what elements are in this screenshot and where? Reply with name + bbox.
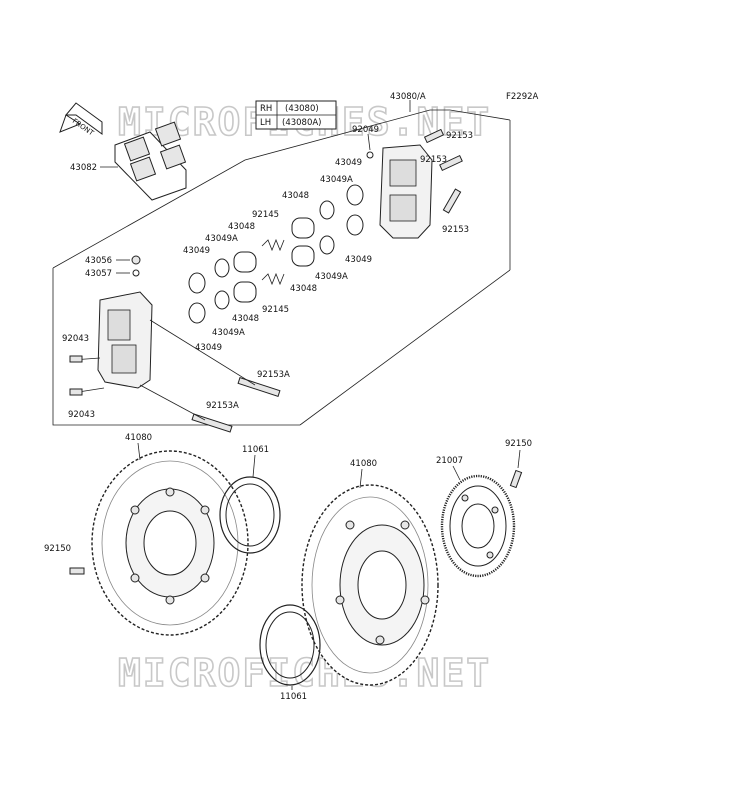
piston-part-l1 — [233, 251, 257, 273]
legend-rh: RH — [260, 104, 272, 114]
bolt-part-3 — [442, 188, 462, 214]
caliper-box-top — [52, 109, 511, 269]
piston-part-r2 — [291, 245, 315, 267]
seal-part-l2 — [188, 272, 206, 294]
front-arrow-icon: FRONT — [59, 102, 103, 138]
gasket-part-bottom — [259, 604, 321, 686]
label-seal-l2: 43049 — [183, 246, 210, 256]
label-pads: 43082 — [70, 163, 97, 173]
label-spring-2: 92145 — [262, 305, 289, 315]
gasket-part-top — [219, 476, 281, 554]
disc-bolt-part-right — [509, 469, 523, 489]
brake-disc-left — [91, 450, 249, 636]
label-disc-left: 41080 — [125, 433, 152, 443]
label-bleeder: 43057 — [85, 269, 112, 279]
screw-part-2 — [69, 388, 83, 396]
bolt-part-2 — [439, 154, 463, 172]
caliper-box-left — [52, 268, 300, 426]
brake-pads-part — [114, 121, 187, 201]
label-seal-r1: 43049 — [335, 158, 362, 168]
label-piston-r2: 43048 — [290, 284, 317, 294]
seal-part-l4 — [188, 302, 206, 324]
label-bleeder-cap: 43056 — [85, 256, 112, 266]
label-disc-bolt-left: 92150 — [44, 544, 71, 554]
seal-part-r2 — [319, 200, 335, 220]
label-seal-l1: 43049A — [205, 234, 238, 244]
bolt-part-1 — [423, 128, 445, 144]
label-sensor-rotor: 21007 — [436, 456, 463, 466]
label-disc-right: 41080 — [350, 459, 377, 469]
label-seal-l3: 43049A — [212, 328, 245, 338]
screw-part-1 — [69, 355, 83, 363]
label-seal-r2: 43049A — [320, 175, 353, 185]
label-bolt-a-1: 92153A — [257, 370, 290, 380]
label-spring-1: 92145 — [252, 210, 279, 220]
piston-part-r1 — [291, 217, 315, 239]
bolt-a-part-1 — [237, 377, 281, 397]
spring-part-1 — [261, 238, 285, 252]
seal-part-r4 — [319, 235, 335, 255]
legend-lh-part: (43080A) — [282, 118, 322, 128]
sensor-rotor-part — [440, 474, 516, 578]
caliper-box-bottom — [299, 269, 511, 426]
label-gasket-top: 11061 — [242, 445, 269, 455]
label-screw-2: 92043 — [68, 410, 95, 420]
label-piston-r1: 43048 — [282, 191, 309, 201]
caliper-body-right — [379, 144, 433, 239]
label-bolt-1: 92153 — [446, 131, 473, 141]
legend-lh: LH — [260, 118, 271, 128]
spring-part-2 — [261, 272, 285, 286]
ring-part — [366, 151, 374, 159]
seal-part-l1 — [214, 258, 230, 278]
label-bolt-3: 92153 — [442, 225, 469, 235]
label-caliper-assy: 43080/A — [390, 92, 426, 102]
seal-part-r3 — [346, 214, 364, 236]
label-piston-l2: 43048 — [232, 314, 259, 324]
label-screw-1: 92043 — [62, 334, 89, 344]
bleeder-part — [132, 269, 140, 277]
legend-rh-part: (43080) — [285, 104, 319, 114]
seal-part-l3 — [214, 290, 230, 310]
label-bolt-2: 92153 — [420, 155, 447, 165]
label-disc-bolt-right: 92150 — [505, 439, 532, 449]
disc-bolt-part-left — [69, 567, 85, 575]
label-ring: 92049 — [352, 125, 379, 135]
label-bolt-a-2: 92153A — [206, 401, 239, 411]
side-legend: RH (43080) LH (43080A) — [255, 100, 337, 130]
brake-disc-right — [301, 484, 439, 686]
figure-code: F2292A — [506, 92, 539, 102]
watermark-bottom: MICROFICHES.NET — [118, 651, 491, 695]
label-seal-l4: 43049 — [195, 343, 222, 353]
label-piston-l1: 43048 — [228, 222, 255, 232]
label-seal-r3: 43049 — [345, 255, 372, 265]
seal-part-r1 — [346, 184, 364, 206]
label-gasket-bottom: 11061 — [280, 692, 307, 702]
label-seal-r4: 43049A — [315, 272, 348, 282]
piston-part-l2 — [233, 281, 257, 303]
caliper-body-left — [97, 291, 153, 389]
bleeder-cap-part — [131, 255, 141, 265]
